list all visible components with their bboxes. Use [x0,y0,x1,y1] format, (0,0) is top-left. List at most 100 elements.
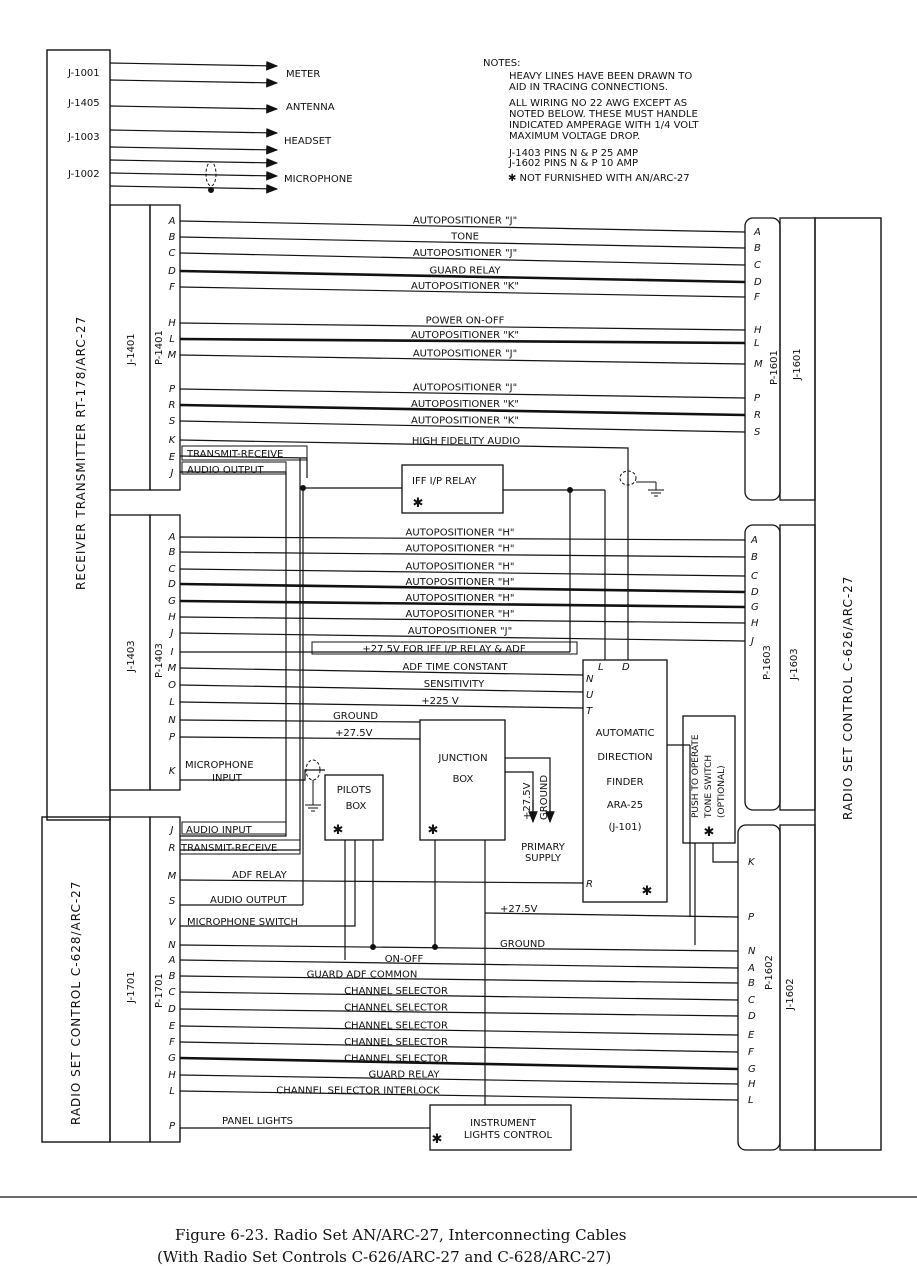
pin-label: F [169,282,175,293]
wire-p1401-D [179,269,746,284]
wire-label: MICROPHONE SWITCH [187,917,298,928]
adf-label: DIRECTION [597,752,652,763]
pin-label: D [168,1004,176,1015]
wire-p1403-D [179,582,746,594]
note-line: HEAVY LINES HAVE BEEN DRAWN TO [509,71,692,82]
junction-box [419,719,506,841]
tone-switch-label: PUSH TO OPERATE [691,734,701,818]
pin-label: G [168,1053,176,1064]
pin-label: L [169,1086,175,1097]
pin-label: D [748,1011,756,1022]
wire-label: AUTOPOSITIONER "J" [413,383,517,394]
wire-label: CHANNEL SELECTOR [344,1054,448,1065]
wire-p1701-G [179,1056,739,1071]
label-frame [181,461,287,475]
wire-panel-lights [179,1127,430,1140]
pin-label: L [169,334,175,345]
connector-j1002-label: J-1002 [67,169,100,180]
tone-switch-label: TONE SWITCH [704,755,714,819]
pin-label: S [754,427,761,438]
pin-label: S [169,416,176,427]
adf-label: ARA-25 [607,800,643,811]
wire-label: +27.5V FOR IFF I/P RELAY & ADF [362,644,526,655]
unit-c628-title: RADIO SET CONTROL C-628/ARC-27 [69,881,83,1125]
wire-label: AUTOPOSITIONER "J" [408,626,512,637]
wire-label: GUARD ADF COMMON [307,970,418,981]
connector-j1601-label: J-1601 [792,348,803,381]
wire-p1701-E [179,1025,739,1036]
connector-j1401-label: J-1401 [126,333,137,366]
wire-label: GUARD RELAY [430,266,502,277]
wire-p1401-H [179,322,746,331]
tone-switch-label: (OPTIONAL) [717,765,727,818]
wire-label: GROUND [500,939,545,950]
wire-p1401-L [179,337,746,345]
wire-label: +27.5V [500,904,538,915]
wire-label: POWER ON-OFF [426,316,505,327]
output-wire [109,158,279,168]
pin-label: A [168,216,176,227]
note-line: ✱ NOT FURNISHED WITH AN/ARC-27 [508,173,690,184]
pin-label: D [754,277,762,288]
wire-p1401-R [179,403,746,417]
unit-c626-title: RADIO SET CONTROL C-626/ARC-27 [841,576,855,820]
pin-label: P [169,384,176,395]
pilots-box-label: BOX [346,801,367,812]
output-wire [109,171,279,181]
pin-label: L [748,1095,754,1106]
pin-label: H [748,1079,756,1090]
junction-box-label: BOX [453,774,474,785]
wire-p1403-B [179,551,746,558]
output-wire [109,184,279,194]
wire-label: CHANNEL SELECTOR [344,1003,448,1014]
pin-label: B [754,243,761,254]
pin-label: H [168,612,176,623]
connector-p1403-label: P-1403 [154,643,165,678]
pin-label: P [754,393,761,404]
pin-label: R [169,843,176,854]
headset-label: HEADSET [284,136,332,147]
supply-ground-label: GROUND [539,775,550,820]
adf-pin-label: L [598,662,604,673]
wire-label: CHANNEL SELECTOR INTERLOCK [276,1086,440,1097]
pin-label: B [751,552,758,563]
adf-pin-label: T [586,706,593,717]
wire-label: AUTOPOSITIONER "H" [406,544,515,555]
connector-j1001-label: J-1001 [67,68,100,79]
pin-label: P [748,912,755,923]
connector-p1401 [149,204,181,491]
pin-label: J [169,825,174,836]
figure-caption: (With Radio Set Controls C-626/ARC-27 an… [157,1248,611,1266]
wire-p1401-B [179,236,746,249]
instrument-lights-label: LIGHTS CONTROL [464,1130,553,1141]
pin-label: G [748,1064,756,1075]
junction-dot [432,944,438,950]
wire-p1701-B [179,975,739,984]
wire-p1401-F [179,286,746,298]
connector-p1602-label: P-1602 [764,955,775,990]
connector-j1701-label: J-1701 [126,971,137,1004]
supply-27v-label: +27.5V [522,782,533,820]
figure-caption: Figure 6-23. Radio Set AN/ARC-27, Interc… [175,1226,627,1244]
pin-label: G [751,602,759,613]
connector-j1602-label: J-1602 [785,978,796,1011]
wire-primary-ground [505,757,551,818]
wire-label: AUTOPOSITIONER "H" [406,609,515,620]
note-line: AID IN TRACING CONNECTIONS. [509,82,668,93]
pin-label: E [169,1021,176,1032]
wire-label: AUTOPOSITIONER "H" [406,562,515,573]
wire-sensitivity [179,684,584,693]
pin-label: F [754,292,760,303]
wire-label: GROUND [333,711,378,722]
pin-label: F [748,1047,754,1058]
output-wire [109,145,279,155]
shield-icon [205,161,217,187]
notes-title: NOTES: [483,58,521,69]
not-furnished-star-icon: ✱ [413,496,424,511]
pin-label: C [748,995,755,1006]
adf-pin-label: R [586,879,593,890]
pin-label: K [169,435,177,446]
wire-label: ADF RELAY [232,870,288,881]
pin-label: A [753,227,761,238]
output-wire [109,61,279,71]
